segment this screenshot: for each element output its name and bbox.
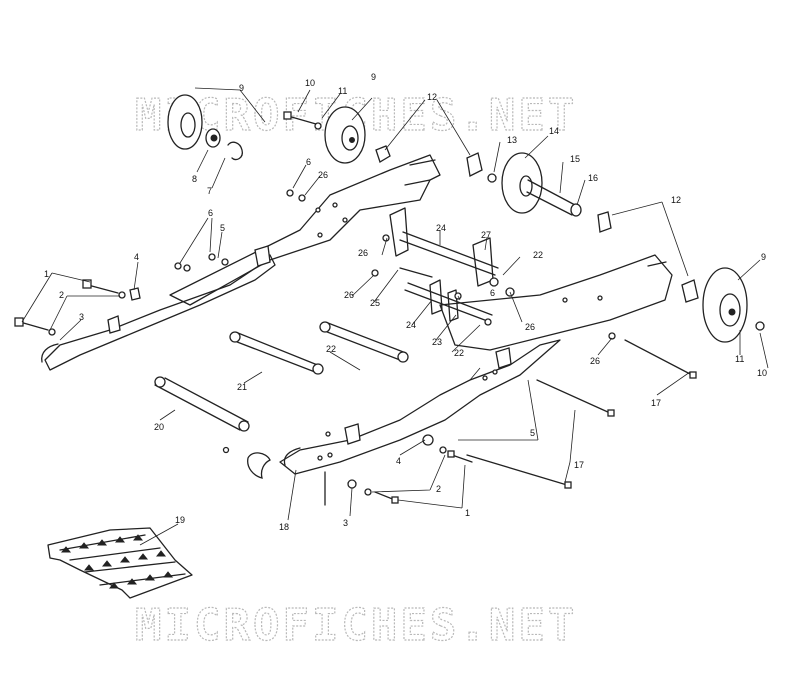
callout-7: 7 (207, 186, 212, 196)
watermark-bottom: MICROFICHES.NET (135, 600, 577, 651)
callout-6: 6 (208, 208, 213, 218)
callout-10: 10 (305, 78, 315, 88)
callout-4: 4 (396, 456, 401, 466)
leader-lines (21, 87, 769, 546)
callout-27: 27 (481, 230, 491, 240)
callout-11: 11 (735, 354, 744, 364)
callout-17: 17 (651, 398, 661, 408)
rail-left (41, 245, 276, 371)
callout-9: 9 (761, 252, 766, 262)
rail-rear (169, 154, 673, 351)
callout-21: 21 (237, 382, 247, 392)
callout-1: 1 (44, 269, 49, 279)
callout-11: 11 (338, 86, 347, 96)
callout-22: 22 (533, 250, 543, 260)
callout-24: 24 (406, 320, 416, 330)
callout-24: 24 (436, 223, 446, 233)
callout-9: 9 (371, 72, 376, 82)
callout-12: 12 (427, 92, 437, 102)
rear-axle-wheel (501, 152, 612, 233)
callout-10: 10 (757, 368, 767, 378)
callout-5: 5 (220, 223, 225, 233)
torque-arm (389, 207, 515, 322)
callout-26: 26 (318, 170, 328, 180)
callout-3: 3 (343, 518, 348, 528)
callout-5: 5 (530, 428, 535, 438)
idler-wheel-top-center (324, 106, 497, 183)
callout-20: 20 (154, 422, 164, 432)
callout-16: 16 (588, 173, 598, 183)
callout-1: 1 (465, 508, 470, 518)
callout-3: 3 (79, 312, 84, 322)
callout-26: 26 (358, 248, 368, 258)
callout-26: 26 (590, 356, 600, 366)
callout-14: 14 (549, 126, 559, 136)
wear-strip (47, 527, 193, 599)
callouts: 9 10 11 9 12 13 14 15 16 8 7 6 26 6 5 4 … (44, 72, 767, 532)
callout-6: 6 (306, 157, 311, 167)
fasteners (14, 111, 697, 506)
cross-shafts (154, 231, 499, 432)
callout-2: 2 (59, 290, 64, 300)
callout-22: 22 (326, 344, 336, 354)
callout-6: 6 (490, 288, 495, 298)
callout-26: 26 (344, 290, 354, 300)
callout-17: 17 (574, 460, 584, 470)
idler-wheel-top-left (167, 94, 243, 161)
callout-19: 19 (175, 515, 185, 525)
rail-right (279, 339, 561, 475)
callout-18: 18 (279, 522, 289, 532)
callout-23: 23 (432, 337, 442, 347)
callout-25: 25 (370, 298, 380, 308)
idler-wheel-right (681, 267, 765, 343)
callout-15: 15 (570, 154, 580, 164)
callout-8: 8 (192, 174, 197, 184)
callout-4: 4 (134, 252, 139, 262)
callout-22: 22 (454, 348, 464, 358)
callout-13: 13 (507, 135, 517, 145)
callout-2: 2 (436, 484, 441, 494)
callout-26: 26 (525, 322, 535, 332)
callout-9: 9 (239, 83, 244, 93)
callout-12: 12 (671, 195, 681, 205)
